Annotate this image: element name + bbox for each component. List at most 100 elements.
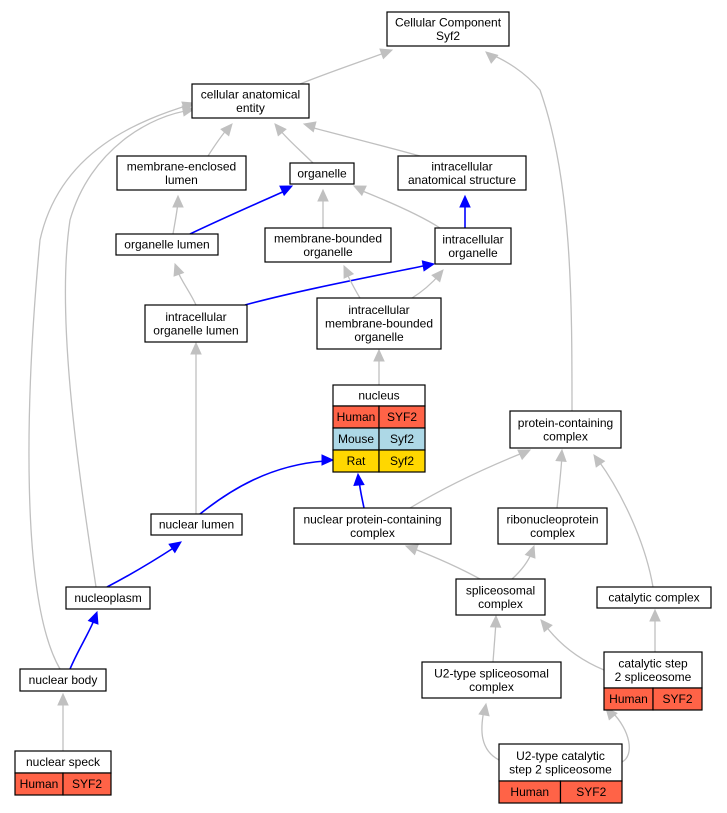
arrowhead-icon bbox=[404, 544, 419, 556]
node-box bbox=[498, 743, 623, 782]
node-label: organelle lumen bbox=[124, 238, 209, 252]
is-a-edge bbox=[173, 262, 197, 306]
is-a-edge bbox=[411, 269, 444, 299]
is-a-edge bbox=[172, 194, 184, 235]
arrowhead-icon bbox=[431, 269, 444, 283]
node-label: membrane-bounded bbox=[274, 231, 382, 245]
arrowhead-icon bbox=[352, 185, 367, 197]
node-nuclear-lumen[interactable]: nuclear lumen bbox=[150, 513, 243, 536]
node-label: membrane-bounded bbox=[325, 317, 433, 331]
gene-label: SYF2 bbox=[387, 410, 417, 424]
arrowhead-icon bbox=[220, 123, 233, 137]
is-a-edge bbox=[511, 544, 536, 580]
arrowhead-icon bbox=[649, 608, 661, 622]
node-label: intracellular bbox=[348, 303, 409, 317]
node-box bbox=[115, 233, 219, 256]
node-label: organelle bbox=[448, 246, 498, 260]
node-nucleoplasm[interactable]: nucleoplasm bbox=[65, 586, 151, 610]
arrowhead-icon bbox=[173, 262, 185, 277]
arrowhead-icon bbox=[321, 454, 335, 466]
node-box bbox=[316, 297, 442, 350]
species-label: Human bbox=[510, 785, 549, 799]
node-label: organelle bbox=[354, 330, 404, 344]
is-a-edge bbox=[489, 614, 502, 663]
node-box bbox=[289, 162, 355, 185]
part-of-edge bbox=[106, 541, 182, 588]
node-organelle[interactable]: organelle bbox=[289, 162, 355, 185]
node-nuclear-body[interactable]: nuclear body bbox=[19, 668, 107, 692]
gene-label: SYF2 bbox=[576, 785, 606, 799]
is-a-edge bbox=[373, 348, 385, 386]
node-box bbox=[509, 410, 622, 449]
node-label: ribonucleoprotein bbox=[506, 512, 598, 526]
node-label: nuclear body bbox=[29, 673, 98, 687]
node-box bbox=[191, 83, 310, 119]
node-box bbox=[596, 586, 712, 609]
species-label: Human bbox=[20, 777, 59, 791]
node-label: nucleus bbox=[358, 389, 399, 403]
node-box bbox=[386, 11, 510, 47]
is-a-edge bbox=[299, 48, 394, 85]
node-organelle-lumen[interactable]: organelle lumen bbox=[115, 233, 219, 256]
is-a-edge bbox=[190, 341, 202, 514]
node-label: intracellular bbox=[165, 310, 226, 324]
node-box bbox=[603, 651, 703, 689]
node-label: organelle bbox=[303, 245, 353, 259]
arrowhead-icon bbox=[181, 105, 196, 117]
species-label: Mouse bbox=[338, 432, 374, 446]
is-a-edge bbox=[478, 702, 500, 761]
is-a-edge bbox=[540, 619, 605, 671]
node-label: complex bbox=[530, 526, 575, 540]
part-of-edge bbox=[189, 185, 294, 235]
is-a-edge bbox=[343, 264, 361, 299]
gene-label: SYF2 bbox=[72, 777, 102, 791]
gene-cell bbox=[652, 687, 703, 711]
node-label: nuclear lumen bbox=[159, 518, 234, 532]
is-a-edge bbox=[409, 449, 532, 509]
node-label: complex bbox=[478, 597, 523, 611]
node-label: cellular anatomical bbox=[201, 87, 300, 101]
node-label: nucleoplasm bbox=[74, 591, 141, 605]
node-label: protein-containing bbox=[518, 416, 613, 430]
arrowhead-icon bbox=[593, 454, 606, 468]
is-a-edge bbox=[605, 707, 630, 763]
node-label: intracellular bbox=[431, 159, 492, 173]
node-box bbox=[116, 155, 247, 191]
node-label: intracellular bbox=[442, 232, 503, 246]
gene-cell bbox=[62, 772, 112, 796]
arrowhead-icon bbox=[524, 544, 536, 559]
node-label: anatomical structure bbox=[408, 173, 516, 187]
node-label: nuclear speck bbox=[26, 755, 101, 769]
arrowhead-icon bbox=[302, 121, 317, 133]
node-box bbox=[497, 507, 608, 545]
node-label: 2 spliceosome bbox=[615, 670, 692, 684]
node-label: spliceosomal bbox=[466, 583, 535, 597]
is-a-edge bbox=[317, 188, 329, 228]
node-box bbox=[144, 304, 248, 343]
part-of-edge bbox=[199, 454, 335, 515]
arrowhead-icon bbox=[279, 185, 294, 197]
node-box bbox=[421, 661, 562, 699]
gene-label: SYF2 bbox=[662, 692, 692, 706]
node-catalytic-complex[interactable]: catalytic complex bbox=[596, 586, 712, 609]
gene-cell bbox=[378, 449, 426, 473]
node-label: organelle bbox=[297, 167, 347, 181]
